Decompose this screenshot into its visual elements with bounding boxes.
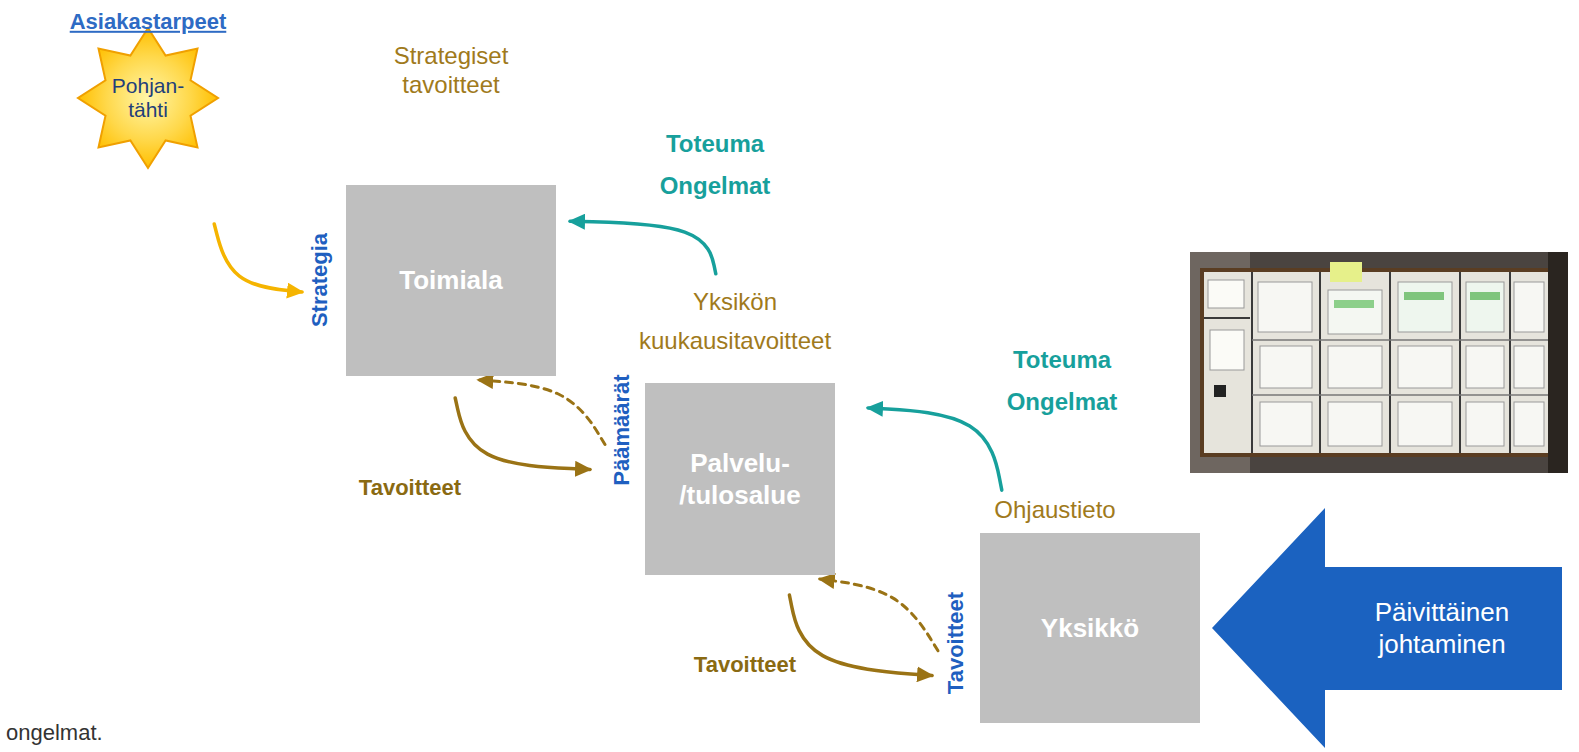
star-outline [78,28,218,168]
chart-bar [1334,300,1374,308]
paper-sheet [1328,402,1382,446]
box-label: Toimiala [361,264,541,297]
paper-sheet [1398,346,1452,388]
board-line [1252,339,1550,341]
paper-sheet [1258,282,1312,332]
board-line [1389,272,1391,453]
board-line [1204,317,1250,319]
paper-sheet [1466,402,1504,446]
paper-sheet [1210,330,1244,370]
paper-sheet [1260,402,1312,446]
paper-sheet [1328,346,1382,388]
node-heading: Yksikön kuukausitavoitteet [615,282,855,361]
edge-label: Toteuma Ongelmat [650,123,780,207]
connector [868,408,1002,490]
star-label: Pohjan- tähti [107,74,189,122]
arrow-shape [1210,508,1562,748]
sticky-note [1330,262,1362,282]
magnet [1214,385,1226,397]
arrow-outline [1212,508,1562,748]
edge-label: Toteuma Ongelmat [997,339,1127,423]
paper-sheet [1260,346,1312,388]
paper-sheet [1466,282,1504,332]
board-line [1251,272,1253,453]
connector [789,595,932,676]
side-label: Tavoitteet [943,592,969,694]
connector [478,380,605,444]
box-label: Palvelu- /tulosalue [665,447,815,512]
chart-bar [1470,292,1500,300]
paper-sheet [1398,282,1452,332]
process-box: Yksikön kuukausitavoitteetPalvelu- /tulo… [645,383,835,575]
board-line [1509,272,1511,453]
connector [455,398,590,469]
connector [214,224,302,292]
chart-bar [1404,292,1444,300]
arrow-label: Päivittäinen johtaminen [1332,596,1552,661]
block-arrow: Päivittäinen johtaminen [1210,508,1562,748]
side-label: Strategia [307,233,333,327]
edge-label: Tavoitteet [345,475,475,501]
board-line [1459,272,1461,453]
note-text: ongelmat. [6,720,103,746]
side-label: Päämäärät [609,374,635,485]
paper-sheet [1514,346,1544,388]
whiteboard-photo [1190,252,1568,473]
node-heading: Ohjaustieto [985,496,1125,525]
process-box: OhjaustietoYksikkö [980,533,1200,723]
paper-sheet [1208,280,1244,308]
board-line [1252,394,1550,396]
paper-sheet [1466,346,1504,388]
board-line [1319,272,1321,453]
paper-sheet [1514,402,1544,446]
connector [820,579,938,651]
paper-sheet [1328,290,1382,334]
node-heading: Strategiset tavoitteet [366,42,536,100]
process-box: Strategiset tavoitteetToimiala [346,185,556,376]
north-star: Pohjan- tähti [76,26,220,170]
photo-shadow [1548,252,1568,473]
photo-background [1190,252,1568,473]
box-label: Yksikkö [995,612,1185,645]
heading-label: Asiakastarpeet [70,9,227,35]
connector [570,221,716,274]
paper-sheet [1514,282,1544,332]
edge-label: Tavoitteet [680,652,810,678]
paper-sheet [1398,402,1452,446]
whiteboard [1202,270,1552,455]
